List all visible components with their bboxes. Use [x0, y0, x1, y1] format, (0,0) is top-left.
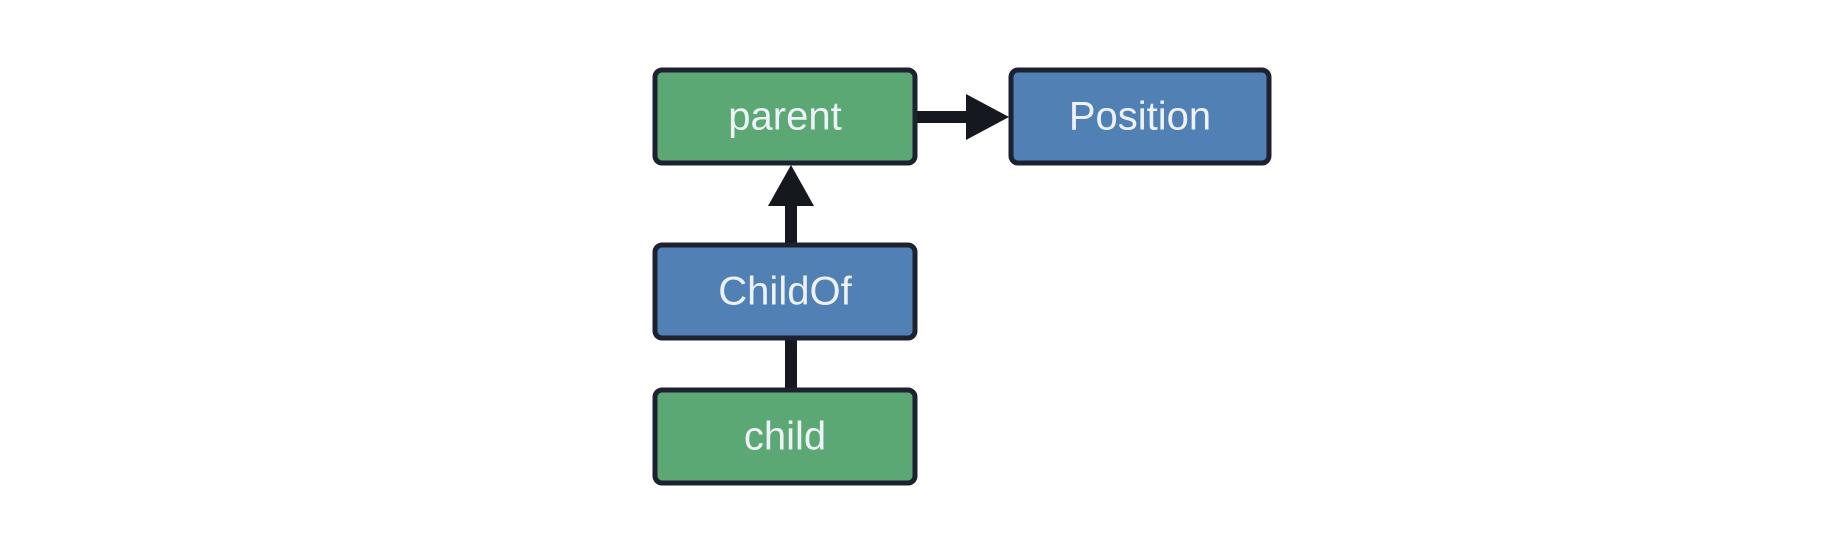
edge-parent-to-position: [915, 94, 1009, 140]
node-parent-box[interactable]: [652, 67, 918, 166]
node-position-box[interactable]: [1008, 67, 1272, 166]
node-child-label: child: [744, 415, 826, 459]
node-position[interactable]: Position: [1008, 67, 1272, 166]
node-child-box[interactable]: [652, 387, 918, 486]
node-child[interactable]: child: [652, 387, 918, 486]
node-position-label: Position: [1069, 95, 1211, 139]
node-childof[interactable]: ChildOf: [652, 242, 918, 341]
node-childof-label: ChildOf: [718, 270, 852, 314]
node-parent-label: parent: [728, 95, 841, 139]
node-childof-box[interactable]: [652, 242, 918, 341]
edge-childof-to-parent: [768, 165, 814, 245]
node-parent[interactable]: parent: [652, 67, 918, 166]
